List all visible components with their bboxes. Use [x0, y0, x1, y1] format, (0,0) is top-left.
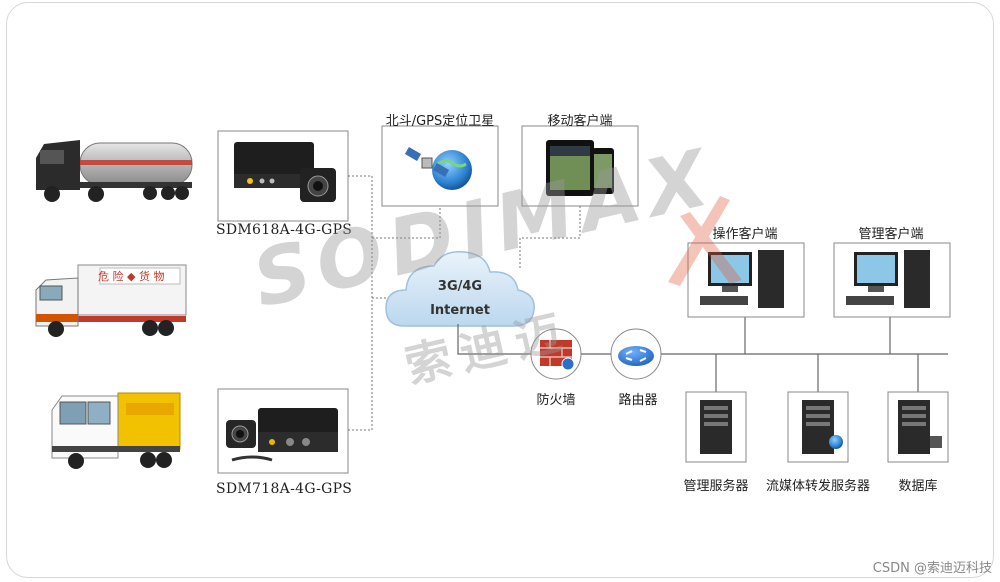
satellite-label: 北斗/GPS定位卫星 [386, 110, 495, 129]
footer-credit: CSDN @索迪迈科技 [873, 557, 992, 576]
mobile-client-label: 移动客户端 [547, 110, 612, 129]
dvr2-label: SDM718A-4G-GPS [216, 481, 352, 497]
router-icon [611, 329, 661, 379]
firewall-label: 防火墙 [536, 389, 575, 408]
admin-pc-icon [846, 250, 930, 308]
dangerous-goods-sign: 危 险 ◆ 货 物 [98, 268, 164, 284]
tanker-truck-image [36, 140, 192, 202]
streaming-server-label: 流媒体转发服务器 [766, 475, 870, 494]
database-label: 数据库 [898, 475, 937, 494]
operator-client-label: 操作客户端 [712, 223, 777, 242]
management-server-icon [700, 400, 732, 454]
management-server-label: 管理服务器 [683, 475, 748, 494]
router-label: 路由器 [618, 389, 657, 408]
yellow-truck-image [52, 393, 180, 469]
admin-client-label: 管理客户端 [858, 223, 923, 242]
